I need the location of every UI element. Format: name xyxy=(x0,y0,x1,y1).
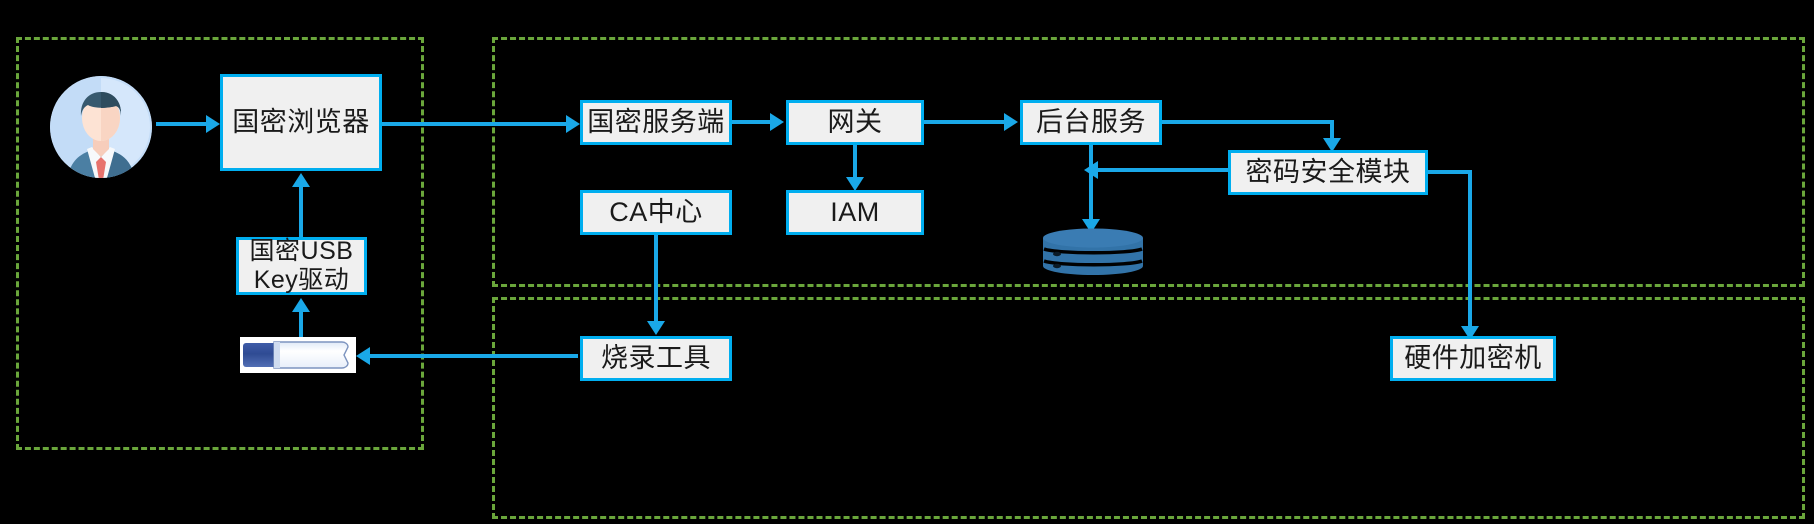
arrowhead-user-to-browser xyxy=(206,115,220,133)
arrowhead-ca-to-burntool xyxy=(647,321,665,335)
node-burn-tool[interactable]: 烧录工具 xyxy=(580,336,732,381)
node-gateway[interactable]: 网关 xyxy=(786,100,924,145)
edge-crypto-to-hsm-v xyxy=(1468,170,1472,330)
database-icon xyxy=(1041,228,1145,276)
arrowhead-gateway-to-iam xyxy=(846,177,864,191)
arrowhead-burntool-to-usbkey xyxy=(356,347,370,365)
edge-driver-to-browser xyxy=(299,185,303,237)
node-ca-center[interactable]: CA中心 xyxy=(580,190,732,235)
edge-crypto-to-backend xyxy=(1098,168,1228,172)
usb-driver-line2: Key驱动 xyxy=(253,266,350,294)
node-crypto-module[interactable]: 密码安全模块 xyxy=(1228,150,1428,195)
edge-burntool-to-usbkey xyxy=(370,354,578,358)
user-avatar-icon xyxy=(50,76,152,178)
node-browser[interactable]: 国密浏览器 xyxy=(220,74,382,171)
usb-driver-line1: 国密USB xyxy=(249,236,354,265)
node-hsm[interactable]: 硬件加密机 xyxy=(1390,336,1556,381)
edge-gateway-to-iam xyxy=(853,145,857,181)
arrowhead-driver-to-browser xyxy=(292,173,310,187)
zone-client xyxy=(16,37,424,450)
edge-backend-to-database xyxy=(1089,145,1093,223)
arrowhead-gateway-to-backend xyxy=(1004,113,1018,131)
edge-usbkey-to-driver xyxy=(299,310,303,352)
node-usb-driver[interactable]: 国密USB Key驱动 xyxy=(236,237,367,295)
edge-browser-to-gmserver xyxy=(382,122,570,126)
edge-backend-to-crypto-v xyxy=(1330,120,1334,142)
edge-backend-to-crypto-h xyxy=(1162,120,1334,124)
node-iam[interactable]: IAM xyxy=(786,190,924,235)
arrowhead-browser-to-gmserver xyxy=(566,115,580,133)
edge-user-to-browser xyxy=(156,122,208,126)
node-backend[interactable]: 后台服务 xyxy=(1020,100,1162,145)
node-gm-server[interactable]: 国密服务端 xyxy=(580,100,732,145)
edge-gmserver-to-gateway xyxy=(732,120,774,124)
arrowhead-usbkey-to-driver xyxy=(292,298,310,312)
arrowhead-gmserver-to-gateway xyxy=(770,113,784,131)
edge-crypto-to-hsm-h xyxy=(1428,170,1472,174)
zone-server xyxy=(492,37,1805,287)
arrowhead-backend-to-crypto xyxy=(1323,138,1341,152)
zone-support xyxy=(492,297,1805,519)
usb-key-icon xyxy=(240,337,356,373)
edge-ca-to-burntool xyxy=(654,235,658,325)
edge-gateway-to-backend xyxy=(924,120,1008,124)
